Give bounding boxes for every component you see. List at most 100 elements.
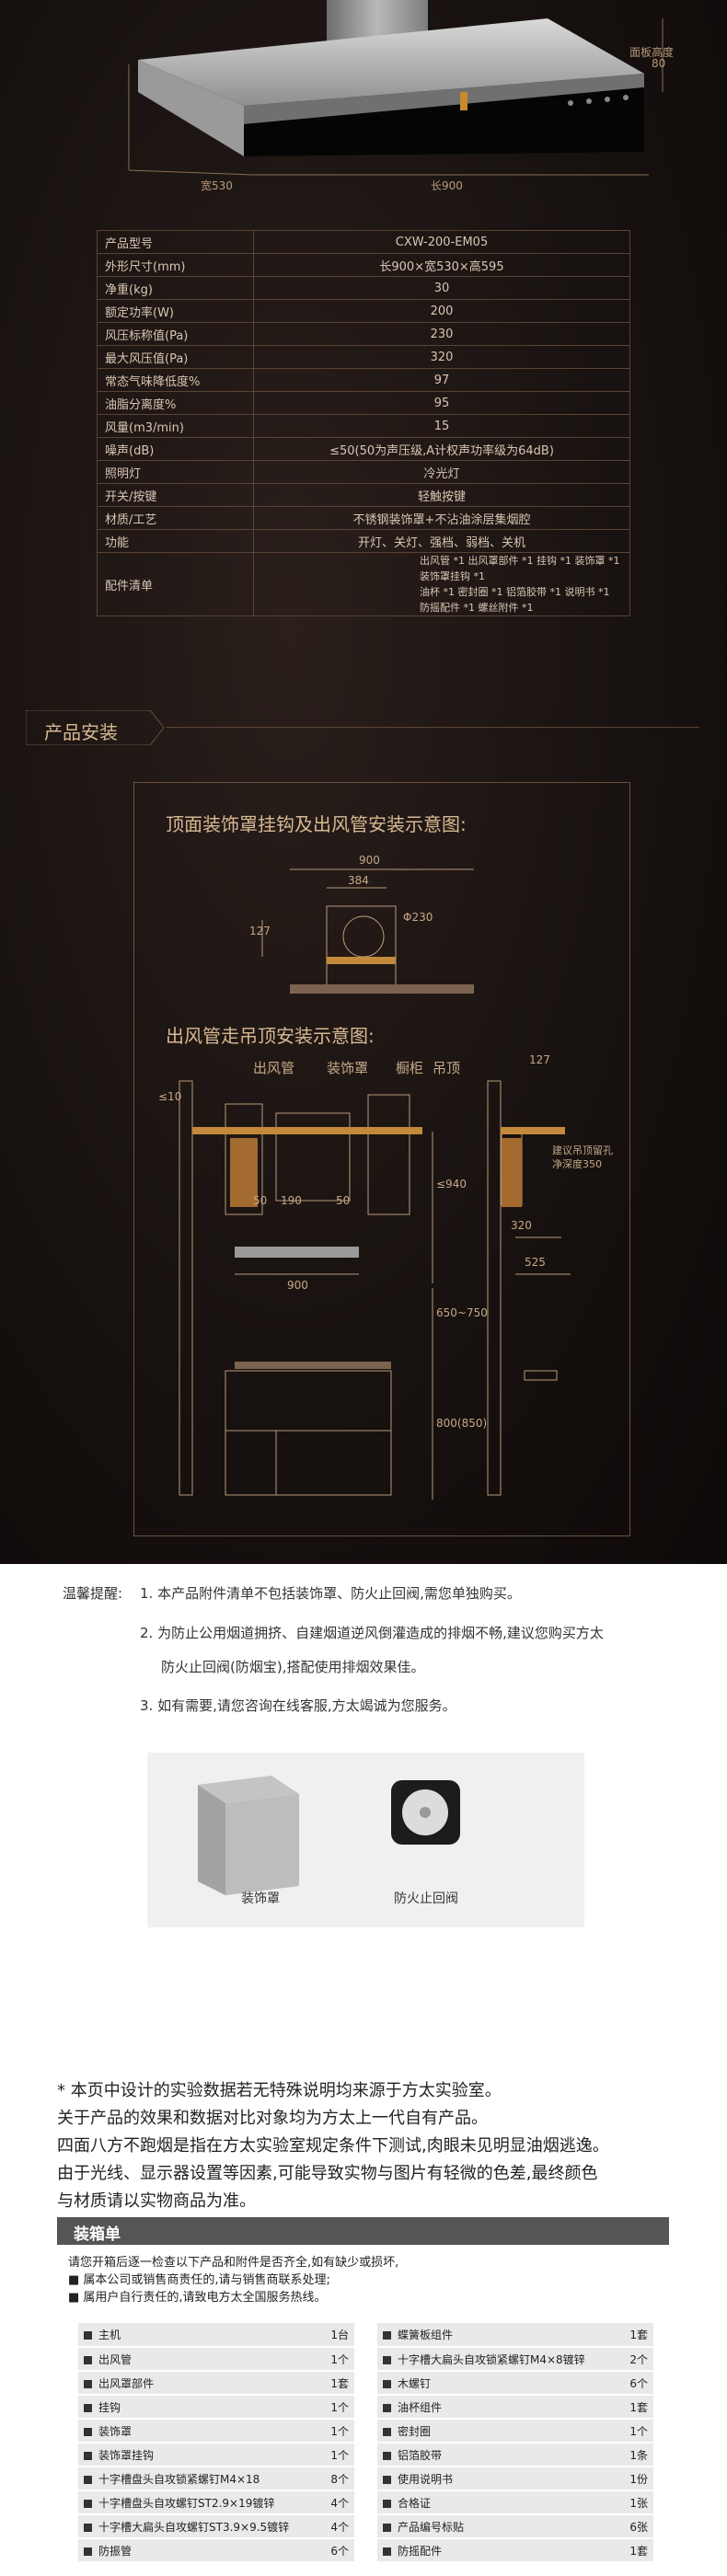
packing-item-name: 十字槽大扁头自攻锁紧螺钉M4×8镀锌 bbox=[398, 2352, 585, 2366]
d2-suggest-1: 建议吊顶留孔 bbox=[552, 1144, 613, 1156]
d2-dim-50a: 50 bbox=[253, 1194, 268, 1207]
d2-dim-190: 190 bbox=[281, 1194, 302, 1207]
spec-row: 噪声(dB)≤50(50为声压级,A计权声功率级为64dB) bbox=[97, 437, 630, 461]
bullet-icon bbox=[383, 2523, 391, 2532]
spec-value: 30 bbox=[253, 276, 630, 300]
bullet-icon bbox=[84, 2379, 92, 2388]
install-diagrams bbox=[179, 868, 571, 1500]
d2-dim-range: 650~750 bbox=[436, 1306, 488, 1319]
packing-item: 主机 bbox=[78, 2323, 312, 2348]
bullet-icon bbox=[84, 2355, 92, 2364]
bullet-icon bbox=[383, 2355, 391, 2364]
packing-qty: 1条 bbox=[611, 2443, 653, 2467]
acc-line-2: 油杯 *1 密封圈 *1 铝箔胶带 *1 说明书 *1 防摇配件 *1 螺丝附件… bbox=[420, 586, 610, 614]
packing-qty: 1套 bbox=[312, 2371, 354, 2396]
bullet-icon bbox=[383, 2331, 391, 2340]
packing-item-name: 十字槽大扁头自攻螺钉ST3.9×9.5镀锌 bbox=[98, 2520, 290, 2534]
packing-item-name: 木螺钉 bbox=[398, 2376, 432, 2390]
spec-value: 不锈钢装饰罩+不沾油涂层集烟腔 bbox=[253, 506, 630, 530]
install-diagram-frame bbox=[133, 782, 630, 1536]
packing-item: 十字槽盘头自攻螺钉ST2.9×19镀锌 bbox=[78, 2490, 312, 2515]
packing-item-name: 合格证 bbox=[398, 2496, 432, 2510]
packing-item: 出风罩部件 bbox=[78, 2371, 312, 2396]
hood-drawing bbox=[128, 0, 664, 176]
packing-heading-text: 装箱单 bbox=[74, 2225, 121, 2244]
packing-item-name: 出风管 bbox=[98, 2352, 133, 2366]
packing-qty: 8个 bbox=[312, 2467, 354, 2491]
spec-row: 照明灯冷光灯 bbox=[97, 460, 630, 484]
packing-qty: 4个 bbox=[312, 2490, 354, 2515]
packing-qty: 1个 bbox=[312, 2347, 354, 2372]
spec-value: 长900×宽530×高595 bbox=[253, 253, 630, 277]
d1-phi: Φ230 bbox=[403, 911, 433, 924]
spec-key: 材质/工艺 bbox=[97, 506, 254, 530]
bullet-icon bbox=[84, 2499, 92, 2508]
spec-value: ≤50(50为声压级,A计权声功率级为64dB) bbox=[253, 437, 630, 461]
packing-item-name: 十字槽盘头自攻螺钉ST2.9×19镀锌 bbox=[98, 2496, 275, 2510]
range-hood-illustration: 面板高度 80 宽530 长900 bbox=[0, 0, 727, 212]
packing-row: 十字槽大扁头自攻锁紧螺钉M4×8镀锌 2个 bbox=[377, 2347, 653, 2372]
packing-item-name: 出风罩部件 bbox=[98, 2376, 155, 2390]
packing-qty: 6张 bbox=[611, 2514, 653, 2539]
d2-dim-floor: 800(850) bbox=[436, 1417, 488, 1430]
packing-item: 合格证 bbox=[377, 2490, 611, 2515]
bullet-icon bbox=[84, 2475, 92, 2484]
packing-row: 出风罩部件 1套 bbox=[78, 2371, 354, 2396]
length-label: 长900 bbox=[431, 179, 463, 192]
bullet-icon bbox=[383, 2475, 391, 2484]
install-heading: 产品安装 bbox=[26, 710, 164, 745]
accessory-drawing bbox=[198, 1776, 460, 1895]
packing-note: ■ 属用户自行责任的,请致电方太全国服务热线。 bbox=[68, 2291, 327, 2305]
bullet-icon bbox=[383, 2547, 391, 2556]
d2-dim-900: 900 bbox=[287, 1279, 308, 1292]
reminder-item-3: 3. 如有需要,请您咨询在线客服,方太竭诚为您服务。 bbox=[140, 1697, 456, 1714]
packing-qty: 2个 bbox=[611, 2347, 653, 2372]
packing-item: 出风管 bbox=[78, 2347, 312, 2372]
spec-row: 风量(m3/min)15 bbox=[97, 414, 630, 438]
packing-item: 装饰罩挂钩 bbox=[78, 2443, 312, 2467]
d2-label-duct: 出风管 bbox=[253, 1060, 295, 1076]
packing-qty: 1个 bbox=[312, 2443, 354, 2467]
heading-divider bbox=[166, 727, 699, 728]
packing-item: 铝箔胶带 bbox=[377, 2443, 611, 2467]
packing-item-name: 油杯组件 bbox=[398, 2400, 443, 2414]
bullet-icon bbox=[383, 2499, 391, 2508]
d2-dim-le940: ≤940 bbox=[436, 1178, 467, 1190]
packing-qty: 1个 bbox=[611, 2419, 653, 2444]
spec-row: 功能开灯、关灯、强档、弱档、关机 bbox=[97, 529, 630, 553]
heading-arrow-icon bbox=[26, 710, 164, 745]
packing-item: 装饰罩 bbox=[78, 2419, 312, 2444]
diagram2-title: 出风管走吊顶安装示意图: bbox=[166, 1025, 375, 1047]
spec-row: 净重(kg)30 bbox=[97, 276, 630, 300]
packing-item-name: 装饰罩 bbox=[98, 2424, 133, 2438]
reminder-item-2b: 防火止回阀(防烟宝),搭配使用排烟效果佳。 bbox=[161, 1659, 425, 1675]
packing-item-name: 十字槽盘头自攻锁紧螺钉M4×18 bbox=[98, 2472, 260, 2486]
height-label: 面板高度 bbox=[629, 46, 675, 59]
packing-item: 防摇配件 bbox=[377, 2538, 611, 2563]
packing-row: 木螺钉 6个 bbox=[377, 2371, 653, 2396]
packing-item: 十字槽盘头自攻锁紧螺钉M4×18 bbox=[78, 2467, 312, 2491]
packing-item: 产品编号标贴 bbox=[377, 2514, 611, 2539]
disclaimer-line: * 本页中设计的实验数据若无特殊说明均来源于方太实验室。 bbox=[57, 2081, 502, 2100]
spec-key: 功能 bbox=[97, 529, 254, 553]
spec-key: 风压标称值(Pa) bbox=[97, 322, 254, 346]
spec-value: 开灯、关灯、强档、弱档、关机 bbox=[253, 529, 630, 553]
packing-notes: 请您开箱后逐一检查以下产品和附件是否齐全,如有缺少或损坏, ■ 属本公司或销售商… bbox=[68, 2254, 398, 2306]
height-value: 80 bbox=[652, 57, 666, 70]
packing-qty: 6个 bbox=[312, 2538, 354, 2563]
reminder-label: 温馨提醒: bbox=[63, 1585, 123, 1602]
spec-accessories: 出风管 *1 出风罩部件 *1 挂钩 *1 装饰罩 *1 装饰罩挂钩 *1 油杯… bbox=[253, 552, 630, 616]
d2-dim-320: 320 bbox=[511, 1219, 532, 1232]
d2-label-cover: 装饰罩 bbox=[327, 1060, 369, 1076]
packing-row: 十字槽盘头自攻锁紧螺钉M4×18 8个 bbox=[78, 2467, 354, 2491]
packing-qty: 6个 bbox=[611, 2371, 653, 2396]
spec-key: 油脂分离度% bbox=[97, 391, 254, 415]
